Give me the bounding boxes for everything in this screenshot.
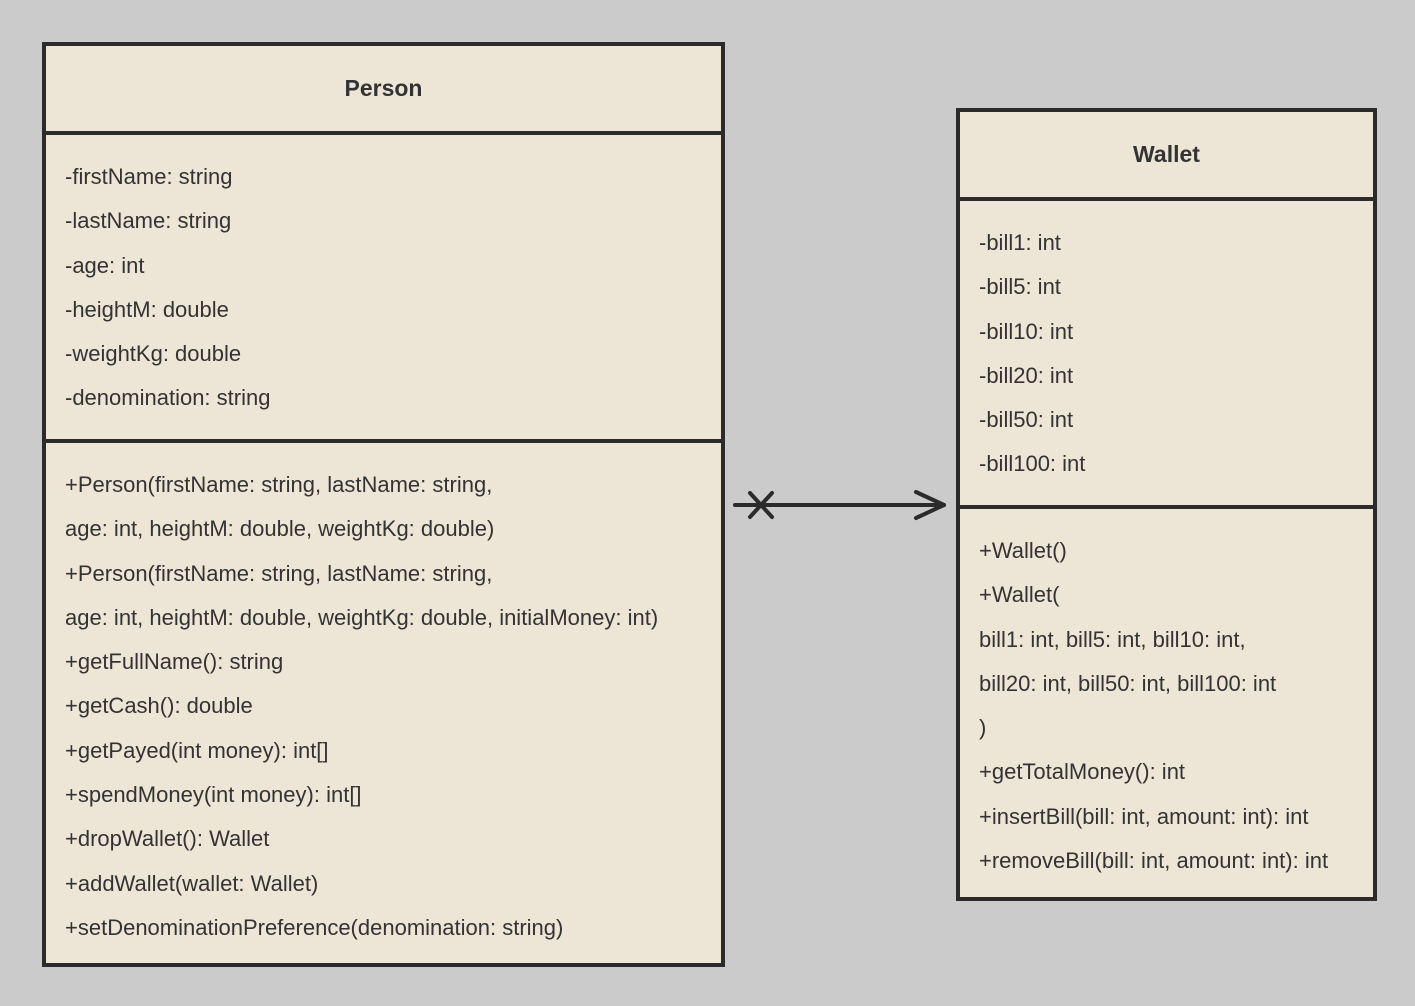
person-class[interactable]: Person -firstName: string -lastName: str…: [42, 42, 725, 967]
person-operation: age: int, heightM: double, weightKg: dou…: [65, 516, 495, 542]
wallet-operation: +Wallet(): [979, 538, 1067, 563]
person-attribute: -weightKg: double: [65, 341, 242, 367]
person-attribute: -lastName: string: [65, 208, 232, 234]
person-class-name: Person: [46, 46, 721, 135]
wallet-class[interactable]: Wallet -bill1: int -bill5: int -bill10: …: [956, 108, 1377, 901]
person-operation: age: int, heightM: double, weightKg: dou…: [65, 604, 659, 630]
person-operation: +spendMoney(int money): int[]: [65, 782, 362, 808]
wallet-attribute: -bill10: int: [979, 318, 1074, 344]
wallet-attribute: -bill5: int: [979, 274, 1061, 300]
wallet-attribute: -bill100: int: [979, 451, 1086, 477]
person-operations: +Person(firstName: string, lastName: str…: [46, 443, 721, 950]
wallet-operation: +insertBill(bill: int, amount: int): int: [979, 803, 1309, 829]
person-attributes: -firstName: string -lastName: string -ag…: [46, 135, 721, 443]
person-operation: +dropWallet(): Wallet: [65, 826, 270, 852]
person-attribute: -age: int: [65, 252, 145, 278]
wallet-operation: bill20: int, bill50: int, bill100: int: [979, 670, 1277, 696]
person-attribute: -denomination: string: [65, 385, 271, 411]
wallet-operation: ): [979, 715, 987, 741]
person-operation: +getCash(): double: [65, 693, 253, 719]
person-operation: +getFullName(): string: [65, 649, 284, 675]
person-operation: +Person(firstName: string, lastName: str…: [65, 560, 493, 586]
person-attribute: -heightM: double: [65, 296, 229, 322]
wallet-operation: bill1: int, bill5: int, bill10: int,: [979, 626, 1246, 652]
person-operation: +Person(firstName: string, lastName: str…: [65, 472, 493, 497]
wallet-attribute: -bill20: int: [979, 362, 1074, 388]
wallet-operation: +Wallet(: [979, 582, 1060, 608]
arrowhead-icon: [914, 490, 946, 520]
wallet-operation: +getTotalMoney(): int: [979, 759, 1186, 785]
non-navigable-x-icon: [748, 491, 774, 519]
person-operation: +addWallet(wallet: Wallet): [65, 870, 319, 896]
wallet-operations: +Wallet() +Wallet( bill1: int, bill5: in…: [960, 509, 1373, 883]
person-attribute: -firstName: string: [65, 164, 233, 189]
wallet-attribute: -bill1: int: [979, 230, 1061, 255]
person-operation: +setDenominationPreference(denomination:…: [65, 914, 564, 940]
wallet-attributes: -bill1: int -bill5: int -bill10: int -bi…: [960, 201, 1373, 509]
wallet-attribute: -bill50: int: [979, 407, 1074, 433]
wallet-operation: +removeBill(bill: int, amount: int): int: [979, 848, 1329, 874]
wallet-class-name: Wallet: [960, 112, 1373, 201]
person-operation: +getPayed(int money): int[]: [65, 737, 329, 763]
